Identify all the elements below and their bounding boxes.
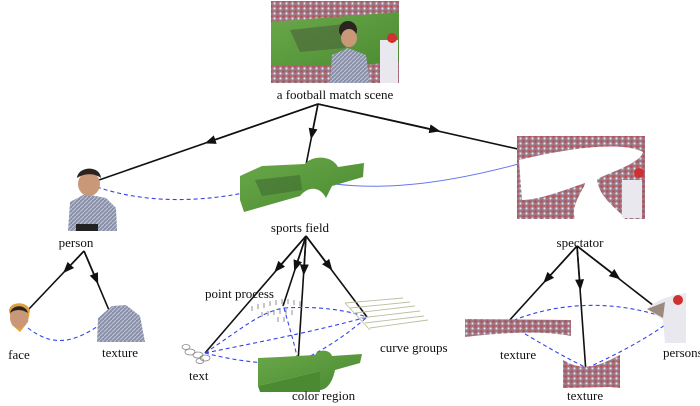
- edge-root-person-arrow: [204, 103, 319, 144]
- texture-crowd-strip-label: texture: [500, 347, 536, 362]
- text-label: text: [189, 368, 209, 383]
- point-process-label: point process: [205, 286, 274, 301]
- spectator-decomposition-edges: [506, 245, 673, 388]
- sports-field-image: [240, 157, 364, 212]
- texture-shirt-label: texture: [102, 345, 138, 360]
- texture-shirt-image: [97, 305, 145, 342]
- texture-crowd-lower-label: texture: [567, 388, 603, 403]
- text-blobs-image: [181, 344, 211, 364]
- persons-label: persons: [663, 345, 700, 360]
- curve-groups-label: curve groups: [380, 340, 448, 355]
- sports-field-label: sports field: [271, 220, 330, 235]
- face-image: [9, 303, 30, 332]
- crowd-lower-texture-image: [563, 355, 620, 388]
- field-decomposition-edges: [204, 235, 368, 363]
- root-label: a football match scene: [277, 87, 394, 102]
- persons-image: [647, 293, 686, 343]
- color-region-image: [258, 350, 362, 392]
- person-image: [68, 168, 117, 231]
- edge-root-spectator-arrow: [317, 103, 441, 134]
- color-region-label: color region: [292, 388, 356, 403]
- spectator-label: spectator: [557, 235, 605, 250]
- point-process-image: [251, 299, 301, 322]
- root-decomposition-edges: [98, 103, 541, 181]
- field-relations: [204, 306, 368, 364]
- relation-face-texture: [27, 325, 99, 342]
- edge-root-field-arrow: [308, 103, 319, 140]
- root-scene-image: [271, 1, 399, 83]
- person-decomposition-edges: [27, 250, 115, 323]
- curve-groups-image: [344, 297, 429, 331]
- face-label: face: [8, 347, 30, 362]
- crowd-strip-texture-image: [465, 319, 571, 337]
- person-label: person: [59, 235, 94, 250]
- spectator-image: [517, 136, 645, 219]
